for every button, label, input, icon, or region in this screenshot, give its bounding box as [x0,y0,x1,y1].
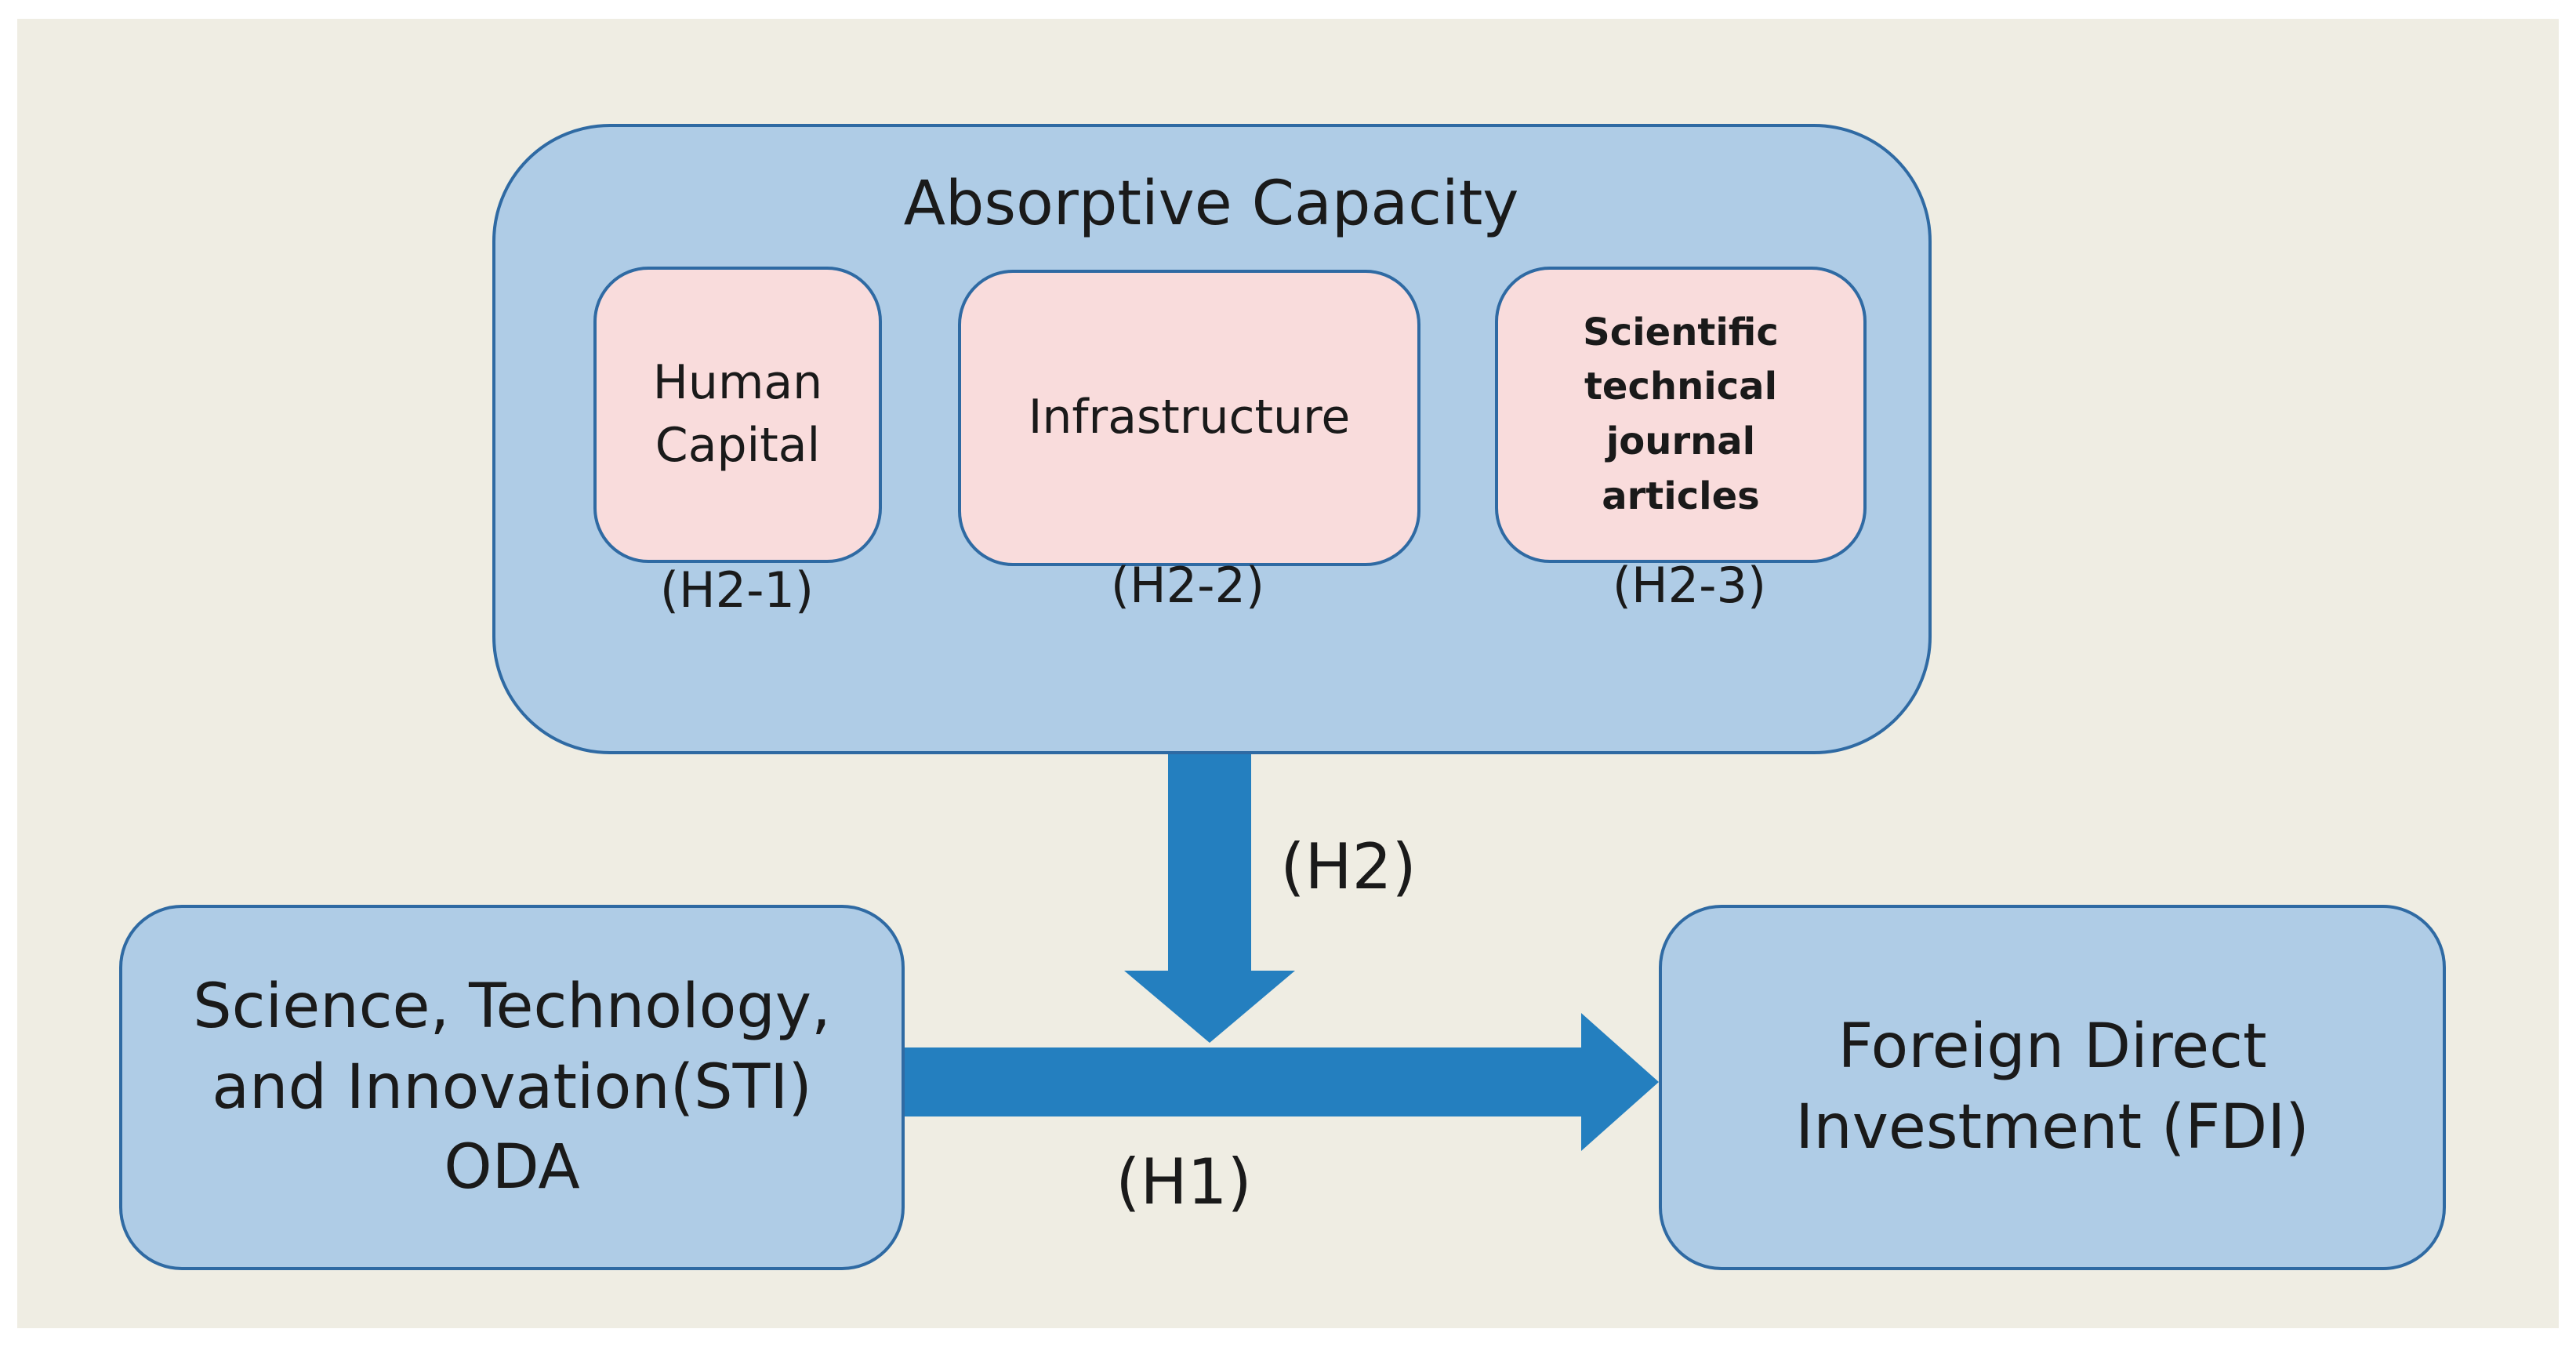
human-capital-box: Human Capital [593,267,882,563]
scientific-articles-box: Scientific technical journal articles [1495,267,1867,563]
human-capital-label: Human Capital [652,355,823,473]
fdi-box: Foreign Direct Investment (FDI) [1659,905,2446,1270]
h2-3-label: (H2-3) [1612,557,1767,614]
h2-2-label: (H2-2) [1110,557,1265,614]
h1-label: (H1) [1116,1145,1252,1218]
scientific-articles-label: Scientific technical journal articles [1583,310,1779,518]
infrastructure-label: Infrastructure [1028,390,1351,445]
moderation-arrow [1124,754,1295,1043]
h2-1-label: (H2-1) [659,561,815,619]
fdi-label: Foreign Direct Investment (FDI) [1795,1011,2309,1163]
absorptive-capacity-title: Absorptive Capacity [903,169,1519,239]
infrastructure-box: Infrastructure [958,270,1420,566]
sti-oda-box: Science, Technology, and Innovation(STI)… [119,905,905,1270]
h2-label: (H2) [1280,830,1417,903]
main-effect-arrow [905,1013,1659,1151]
sti-oda-label: Science, Technology, and Innovation(STI)… [193,971,831,1204]
